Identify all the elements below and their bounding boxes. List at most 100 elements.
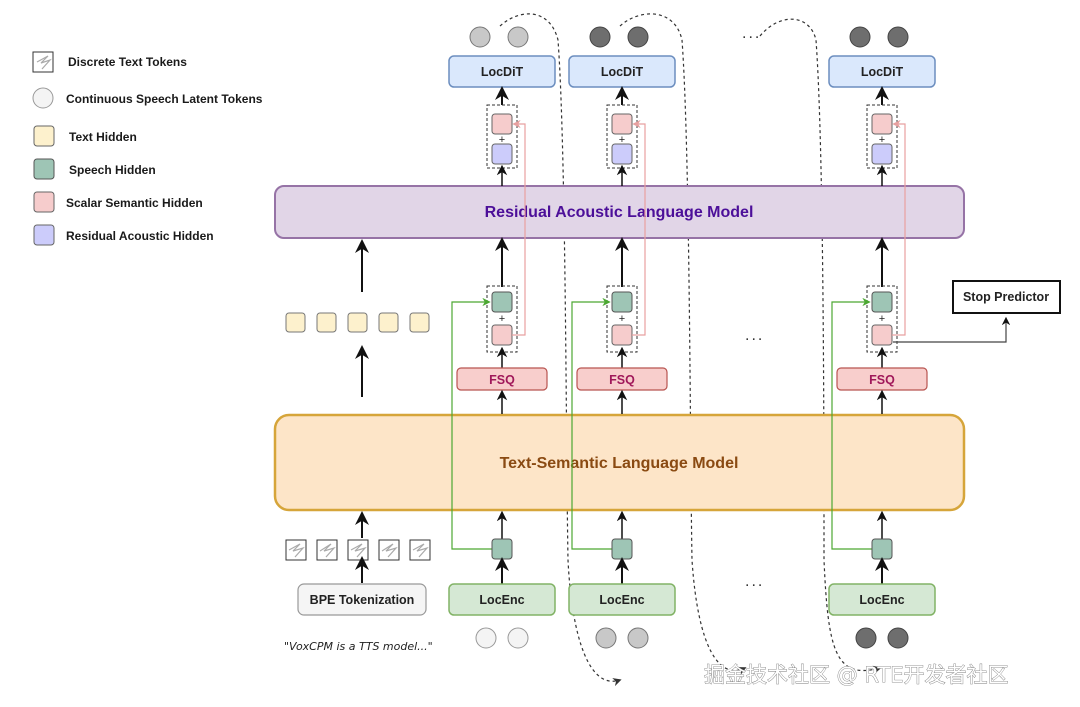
output-latent-token bbox=[887, 26, 909, 48]
speech-hidden-square bbox=[871, 291, 893, 313]
text-semantic-lm: Text-Semantic Language Model bbox=[273, 413, 966, 512]
speech-columns: LocDiT + + FSQ LocEnc LocDiT + + FSQ LocEnc LocDiT… bbox=[448, 26, 936, 649]
locenc-box: LocEnc bbox=[448, 583, 556, 616]
fsq-box: FSQ bbox=[836, 367, 928, 391]
fsq-box: FSQ bbox=[456, 367, 548, 391]
feedback-curve-1 bbox=[499, 13, 622, 687]
locdit-box: LocDiT bbox=[448, 55, 556, 88]
discrete-text-token bbox=[378, 539, 400, 561]
residual-acoustic-lm-label: Residual Acoustic Language Model bbox=[485, 204, 754, 221]
feedback-curve-3 bbox=[759, 18, 882, 674]
legend-item-text-hidden: Text Hidden bbox=[33, 125, 137, 147]
input-latent-token bbox=[595, 627, 617, 649]
legend-label: Scalar Semantic Hidden bbox=[66, 196, 203, 210]
legend-label: Residual Acoustic Hidden bbox=[66, 229, 214, 243]
scalar-semantic-hidden-square bbox=[871, 324, 893, 346]
discrete-text-token bbox=[285, 539, 307, 561]
speech-hidden-square bbox=[611, 538, 633, 560]
legend-item-continuous-speech-latent-tokens: Continuous Speech Latent Tokens bbox=[32, 87, 263, 109]
semantic-skip-connector bbox=[512, 119, 526, 336]
plus-operator: + bbox=[879, 134, 885, 146]
feedback-curve-2 bbox=[619, 13, 747, 675]
text-hidden-swatch bbox=[33, 125, 55, 147]
plus-operator: + bbox=[499, 313, 505, 325]
locenc-box: LocEnc bbox=[568, 583, 676, 616]
output-latent-token bbox=[469, 26, 491, 48]
text-hidden-square bbox=[316, 312, 337, 333]
input-latent-token bbox=[507, 627, 529, 649]
scalar-semantic-hidden-square bbox=[491, 324, 513, 346]
speech-hidden-swatch bbox=[33, 158, 55, 180]
locenc-rect bbox=[448, 583, 556, 616]
speech-hidden-square bbox=[871, 538, 893, 560]
discrete-token-row bbox=[285, 539, 431, 561]
legend-label: Text Hidden bbox=[69, 130, 137, 144]
stop-predictor-label: Stop Predictor bbox=[963, 290, 1049, 304]
residual-acoustic-hidden-square bbox=[871, 143, 893, 165]
plus-operator: + bbox=[619, 313, 625, 325]
output-latent-token bbox=[589, 26, 611, 48]
text-hidden-row bbox=[285, 312, 430, 333]
text-semantic-lm-label: Text-Semantic Language Model bbox=[500, 455, 739, 472]
text-hidden-square bbox=[285, 312, 306, 333]
example-text: "VoxCPM is a TTS model..." bbox=[284, 640, 433, 653]
legend-item-scalar-semantic-hidden: Scalar Semantic Hidden bbox=[33, 191, 203, 213]
input-latent-token bbox=[475, 627, 497, 649]
locdit-label: LocDiT bbox=[481, 65, 524, 79]
discrete-token-icon bbox=[32, 51, 54, 73]
discrete-text-token bbox=[316, 539, 338, 561]
scalar-semantic-hidden-square bbox=[491, 113, 513, 135]
token-glyph bbox=[412, 543, 429, 558]
locdit-box: LocDiT bbox=[568, 55, 676, 88]
stop-predictor: Stop Predictor bbox=[893, 280, 1061, 343]
residual-acoustic-hidden-square bbox=[491, 143, 513, 165]
ellipsis-bottom: ... bbox=[745, 573, 764, 590]
fsq-box: FSQ bbox=[576, 367, 668, 391]
speech-skip-connector bbox=[451, 297, 492, 550]
token-glyph bbox=[350, 543, 367, 558]
token-glyph bbox=[381, 543, 398, 558]
output-latent-token bbox=[627, 26, 649, 48]
legend-label: Discrete Text Tokens bbox=[68, 55, 187, 69]
locenc-label: LocEnc bbox=[599, 593, 644, 607]
text-hidden-square bbox=[409, 312, 430, 333]
speech-hidden-square bbox=[611, 291, 633, 313]
token-glyph bbox=[319, 543, 336, 558]
fsq-label: FSQ bbox=[489, 373, 515, 387]
locdit-label: LocDiT bbox=[861, 65, 904, 79]
locenc-label: LocEnc bbox=[859, 593, 904, 607]
semantic-skip-connector bbox=[892, 119, 906, 336]
legend-label: Continuous Speech Latent Tokens bbox=[66, 92, 263, 106]
text-hidden-square bbox=[378, 312, 399, 333]
stop-predictor-connector bbox=[893, 316, 1011, 343]
locdit-label: LocDiT bbox=[601, 65, 644, 79]
legend-item-speech-hidden: Speech Hidden bbox=[33, 158, 156, 180]
scalar-semantic-hidden-square bbox=[871, 113, 893, 135]
latent-token-icon bbox=[32, 87, 54, 109]
locdit-box: LocDiT bbox=[828, 55, 936, 88]
plus-operator: + bbox=[619, 134, 625, 146]
residual-acoustic-hidden-swatch bbox=[33, 224, 55, 246]
legend: Discrete Text Tokens Continuous Speech L… bbox=[32, 51, 263, 246]
legend-item-discrete-text-tokens: Discrete Text Tokens bbox=[32, 51, 187, 73]
speech-hidden-square bbox=[491, 538, 513, 560]
bpe-tokenization-box: BPE Tokenization bbox=[297, 583, 427, 616]
residual-acoustic-lm: Residual Acoustic Language Model bbox=[274, 185, 965, 239]
legend-label: Speech Hidden bbox=[69, 163, 156, 177]
locenc-label: LocEnc bbox=[479, 593, 524, 607]
scalar-semantic-hidden-square bbox=[611, 113, 633, 135]
legend-item-residual-acoustic-hidden: Residual Acoustic Hidden bbox=[33, 224, 214, 246]
discrete-text-token bbox=[409, 539, 431, 561]
locenc-rect bbox=[568, 583, 676, 616]
watermark: 掘金技术社区 @ RTE开发者社区 bbox=[704, 663, 1009, 687]
text-hidden-square bbox=[347, 312, 368, 333]
scalar-semantic-hidden-swatch bbox=[33, 191, 55, 213]
output-latent-token bbox=[849, 26, 871, 48]
bpe-tokenization-label: BPE Tokenization bbox=[310, 593, 415, 607]
input-latent-token bbox=[855, 627, 877, 649]
scalar-semantic-hidden-square bbox=[611, 324, 633, 346]
speech-skip-connector bbox=[831, 297, 872, 550]
semantic-skip-connector bbox=[632, 119, 646, 336]
